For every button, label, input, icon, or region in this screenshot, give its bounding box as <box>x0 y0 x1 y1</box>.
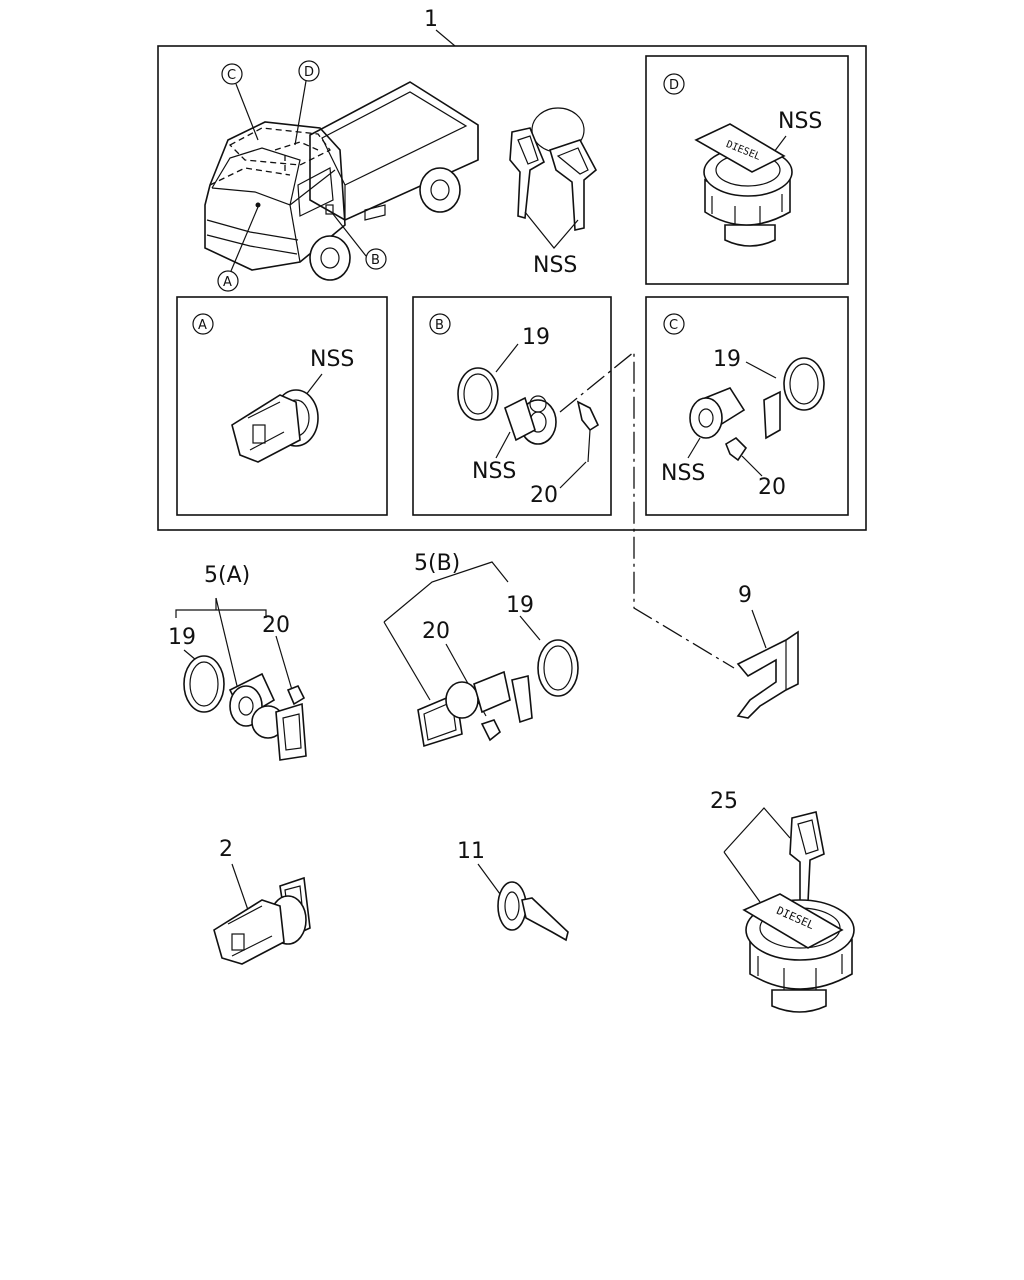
leader-19-c <box>745 361 777 379</box>
leader-25 <box>723 807 791 903</box>
svg-text:D: D <box>304 65 314 80</box>
leader-11 <box>477 863 501 895</box>
detail-a-box <box>176 296 388 516</box>
label-nss-c: NSS <box>661 461 705 486</box>
callout-b-truck: B <box>332 213 387 270</box>
key-25-illustration <box>789 811 825 903</box>
ring-19-5b <box>537 639 579 697</box>
fuel-cap-25-illustration: DIESEL <box>742 893 855 1013</box>
door-lock-b-illustration <box>504 395 600 463</box>
leader-nss-b <box>495 431 511 459</box>
label-19-5a: 19 <box>168 625 196 650</box>
callout-c-detail: C <box>663 313 685 335</box>
leader-19-5b <box>519 615 541 641</box>
svg-text:C: C <box>669 318 678 333</box>
label-20-c: 20 <box>758 475 786 500</box>
detail-c-box <box>645 296 849 516</box>
label-25: 25 <box>710 789 738 814</box>
key-set-illustration <box>509 107 598 231</box>
leader-assembly-1 <box>435 29 456 47</box>
callout-d-detail: D <box>663 73 685 95</box>
callout-d-truck: D <box>294 60 320 146</box>
leader-19-5a <box>183 649 197 661</box>
fuel-cap-d-illustration: DIESEL <box>694 123 793 247</box>
label-20-5b: 20 <box>422 619 450 644</box>
leader-20-5a <box>275 635 293 691</box>
leader-2 <box>231 863 249 911</box>
callout-a-truck: A <box>217 206 259 292</box>
leader-19-b <box>495 343 519 373</box>
leader-nss-keys <box>524 211 579 249</box>
svg-text:B: B <box>435 318 444 333</box>
detail-d-box <box>645 55 849 285</box>
detail-b-box <box>412 296 612 516</box>
svg-text:B: B <box>371 253 380 268</box>
assembly-frame <box>157 45 867 531</box>
leader-20-b <box>559 461 587 489</box>
callout-b-detail: B <box>429 313 451 335</box>
door-lock-5b-illustration <box>417 670 533 748</box>
label-19-c: 19 <box>713 347 741 372</box>
label-assembly-1: 1 <box>424 7 438 32</box>
leader-5b-lock <box>383 621 431 701</box>
label-19-b: 19 <box>522 325 550 350</box>
ring-19-5a <box>183 655 225 713</box>
door-lock-c-illustration <box>689 387 781 462</box>
label-nss-a: NSS <box>310 347 354 372</box>
bracket-5a <box>175 598 267 618</box>
label-nss-b: NSS <box>472 459 516 484</box>
leader-nss-c <box>687 437 701 459</box>
ignition-lock-2-illustration <box>213 876 311 965</box>
label-5a: 5(A) <box>204 563 250 588</box>
key-11-illustration <box>497 881 569 942</box>
svg-text:A: A <box>198 318 207 333</box>
label-5b: 5(B) <box>414 551 460 576</box>
label-nss-d: NSS <box>778 109 822 134</box>
bracket-5b <box>383 561 509 623</box>
callout-a-detail: A <box>192 313 214 335</box>
label-2: 2 <box>219 837 233 862</box>
leader-20-c <box>741 455 763 477</box>
label-9: 9 <box>738 583 752 608</box>
label-20-5a: 20 <box>262 613 290 638</box>
leader-9 <box>751 609 767 649</box>
svg-text:A: A <box>223 275 232 290</box>
label-11: 11 <box>457 839 485 864</box>
label-20-b: 20 <box>530 483 558 508</box>
svg-text:D: D <box>669 78 679 93</box>
ignition-lock-a-illustration <box>231 389 319 463</box>
truck-illustration <box>204 81 479 281</box>
svg-text:C: C <box>227 68 236 83</box>
leader-5a-lock <box>215 597 239 691</box>
label-19-5b: 19 <box>506 593 534 618</box>
callout-c-truck: C <box>221 63 259 141</box>
bracket-9-illustration <box>736 630 799 719</box>
label-nss-keys: NSS <box>533 253 577 278</box>
door-lock-5a-illustration <box>228 672 307 761</box>
reference-chain-line <box>559 350 735 669</box>
